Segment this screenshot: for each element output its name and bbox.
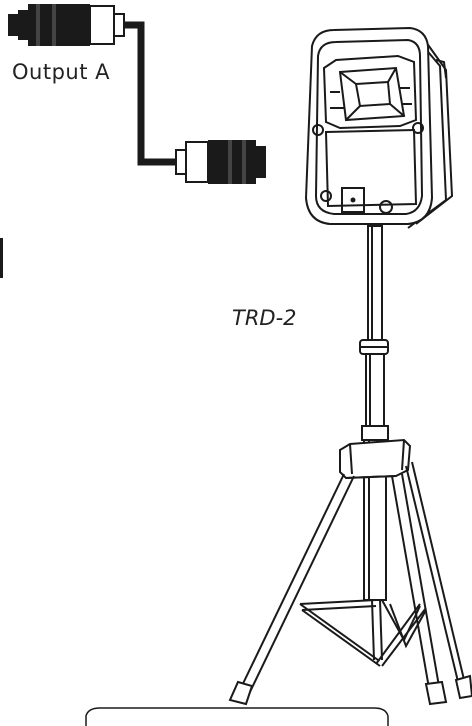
speaker-input-connector-icon	[175, 140, 266, 184]
caption-box	[85, 707, 389, 726]
loudspeaker-cabinet	[304, 26, 454, 229]
stand-lower-tube	[361, 353, 389, 601]
output-a-label: Output A	[12, 60, 110, 84]
tripod-hub	[339, 438, 412, 480]
output-a-connector-icon	[8, 4, 125, 46]
stand-upper-tube	[359, 225, 389, 355]
stand-model-label: TRD-2	[232, 306, 297, 330]
tripod-feet	[228, 674, 472, 706]
margin-mark	[0, 238, 3, 278]
speaker-cable	[124, 21, 178, 166]
tripod-legs	[237, 461, 467, 697]
